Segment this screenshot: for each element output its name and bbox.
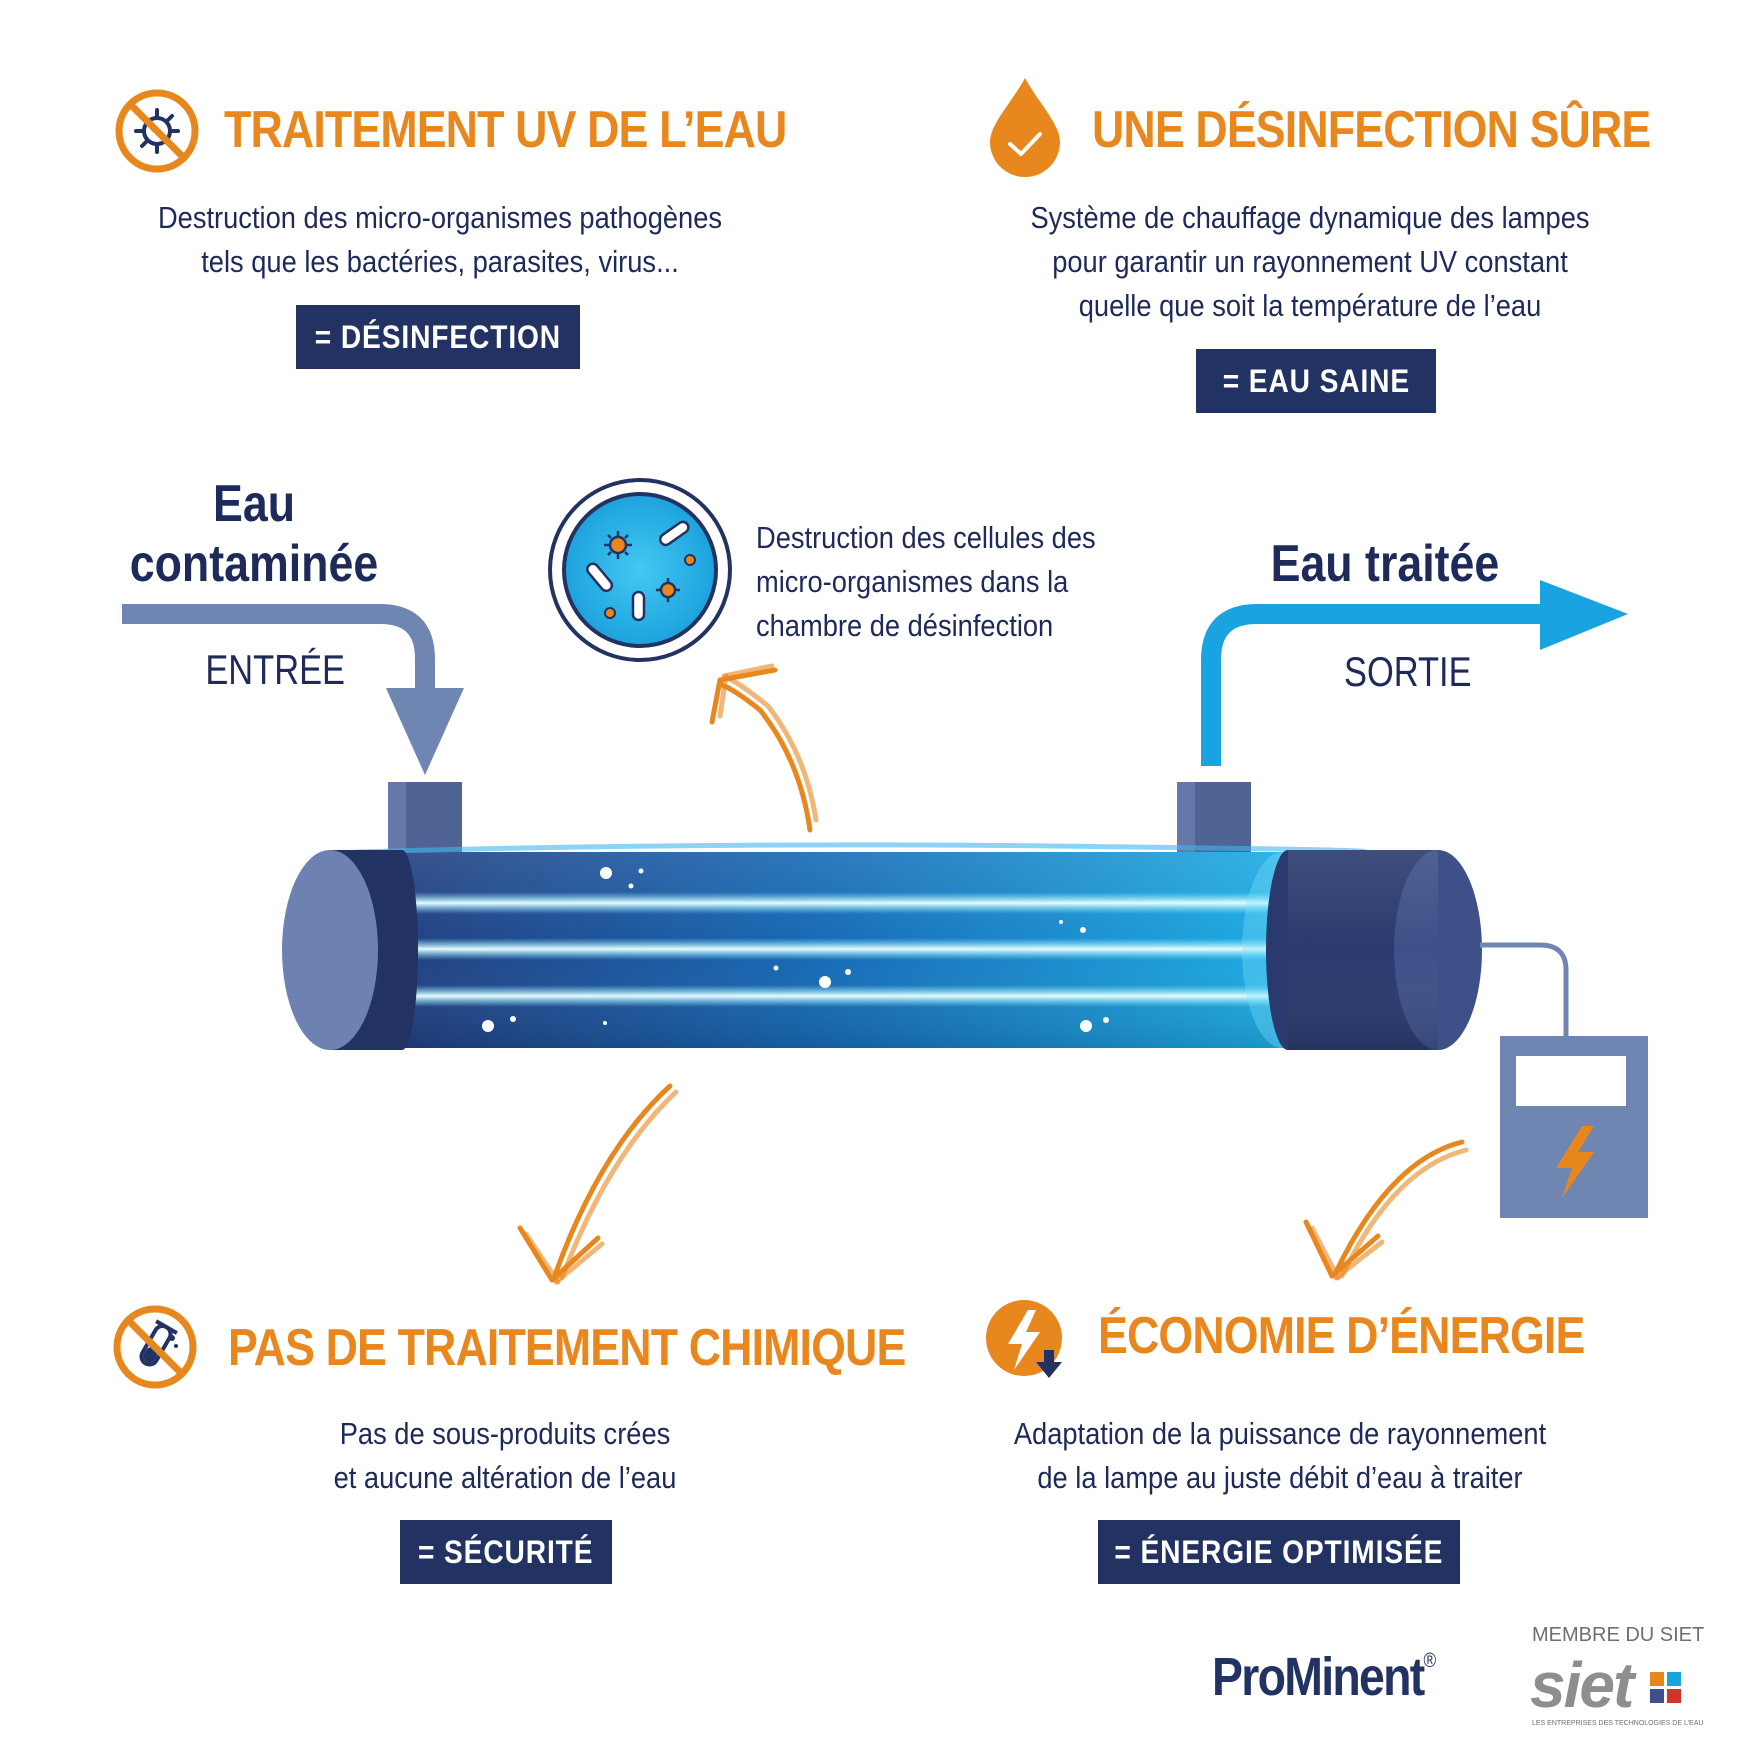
no-virus-icon <box>115 89 199 173</box>
icon-energy-down <box>984 1298 1074 1384</box>
icon-water-drop-check <box>988 76 1062 178</box>
desc-line: quelle que soit la température de l’eau <box>1078 288 1542 323</box>
outlet-label: SORTIE <box>1344 648 1472 695</box>
note-line: chambre de désinfection <box>756 608 1054 643</box>
icon-no-virus <box>114 88 200 174</box>
badge-label: = ÉNERGIE OPTIMISÉE <box>1114 1533 1444 1570</box>
desc-line: de la lampe au juste débit d’eau à trait… <box>1037 1460 1523 1495</box>
outlet-title: Eau traitée <box>1270 535 1500 593</box>
note-line: micro-organismes dans la <box>756 564 1069 599</box>
outlet-arrow <box>1201 580 1628 766</box>
uv-lamp <box>395 938 1295 960</box>
badge-label: = EAU SAINE <box>1222 362 1410 399</box>
note-line: Destruction des cellules des <box>756 520 1096 555</box>
no-chemical-icon <box>113 1305 197 1389</box>
badge-desinfection: = DÉSINFECTION <box>296 305 580 369</box>
registered-mark: ® <box>1423 1650 1437 1672</box>
siet-wordmark: siet <box>1530 1649 1634 1721</box>
prominent-logo: ProMinent® <box>1212 1646 1437 1708</box>
desc-line: Système de chauffage dynamique des lampe… <box>1030 200 1590 235</box>
title-energy-saving: ÉCONOMIE D’ÉNERGIE <box>1098 1307 1585 1365</box>
desc-energy-saving: Adaptation de la puissance de rayonnemen… <box>998 1412 1561 1500</box>
siet-tagline: LES ENTREPRISES DES TECHNOLOGIES DE L’EA… <box>1532 1720 1704 1727</box>
uv-lamp <box>395 892 1295 914</box>
siet-squares <box>1650 1672 1684 1706</box>
chalk-arrow-down-left <box>517 1083 679 1285</box>
desc-safe-disinfection: Système de chauffage dynamique des lampe… <box>1020 196 1601 328</box>
title-no-chemical: PAS DE TRAITEMENT CHIMIQUE <box>228 1319 906 1377</box>
title-safe-disinfection: UNE DÉSINFECTION SÛRE <box>1092 101 1651 159</box>
inlet-label: ENTRÉE <box>205 646 346 693</box>
badge-energie-optimisee: = ÉNERGIE OPTIMISÉE <box>1098 1520 1460 1584</box>
left-end-cap <box>282 850 418 1050</box>
siet-logo: siet LES ENTREPRISES DES TECHNOLOGIES DE… <box>1530 1648 1704 1738</box>
energy-down-icon <box>986 1300 1062 1378</box>
water-drop-check-icon <box>990 78 1060 177</box>
badge-securite: = SÉCURITÉ <box>400 1520 612 1584</box>
desc-uv-treatment: Destruction des micro-organismes pathogè… <box>141 196 739 284</box>
brand-name: ProMinent <box>1212 1647 1425 1707</box>
inlet-title-line: Eau <box>212 475 296 533</box>
power-cable <box>1480 942 1569 1036</box>
siet-member-label: MEMBRE DU SIET <box>1532 1624 1705 1646</box>
inlet-title-line: contaminée <box>129 535 379 593</box>
chalk-arrow-up <box>709 663 819 833</box>
uv-lamp <box>395 985 1295 1007</box>
desc-line: Adaptation de la puissance de rayonnemen… <box>1013 1416 1547 1451</box>
control-box <box>1500 1036 1648 1218</box>
chalk-arrow-down-right <box>1303 1139 1469 1281</box>
right-end-cap <box>1266 850 1482 1050</box>
uv-chamber <box>350 842 1367 1048</box>
badge-label: = DÉSINFECTION <box>314 318 562 355</box>
cell-destruction-note: Destruction des cellules des micro-organ… <box>756 516 1096 648</box>
icon-no-chemical <box>112 1304 198 1390</box>
inlet-title: Eau contaminée <box>125 474 383 594</box>
desc-no-chemical: Pas de sous-produits crées et aucune alt… <box>210 1412 800 1500</box>
desc-line: Destruction des micro-organismes pathogè… <box>157 200 723 235</box>
desc-line: et aucune altération de l’eau <box>333 1460 677 1495</box>
desc-line: Pas de sous-produits crées <box>339 1416 671 1451</box>
inlet-arrow <box>122 604 464 775</box>
badge-label: = SÉCURITÉ <box>418 1533 594 1570</box>
badge-eau-saine: = EAU SAINE <box>1196 349 1436 413</box>
title-uv-treatment: TRAITEMENT UV DE L’EAU <box>224 101 787 159</box>
desc-line: tels que les bactéries, parasites, virus… <box>201 244 679 279</box>
petri-dish <box>548 478 732 662</box>
microorganisms-icon <box>586 520 696 622</box>
lightning-icon <box>1556 1126 1594 1198</box>
desc-line: pour garantir un rayonnement UV constant <box>1052 244 1568 279</box>
